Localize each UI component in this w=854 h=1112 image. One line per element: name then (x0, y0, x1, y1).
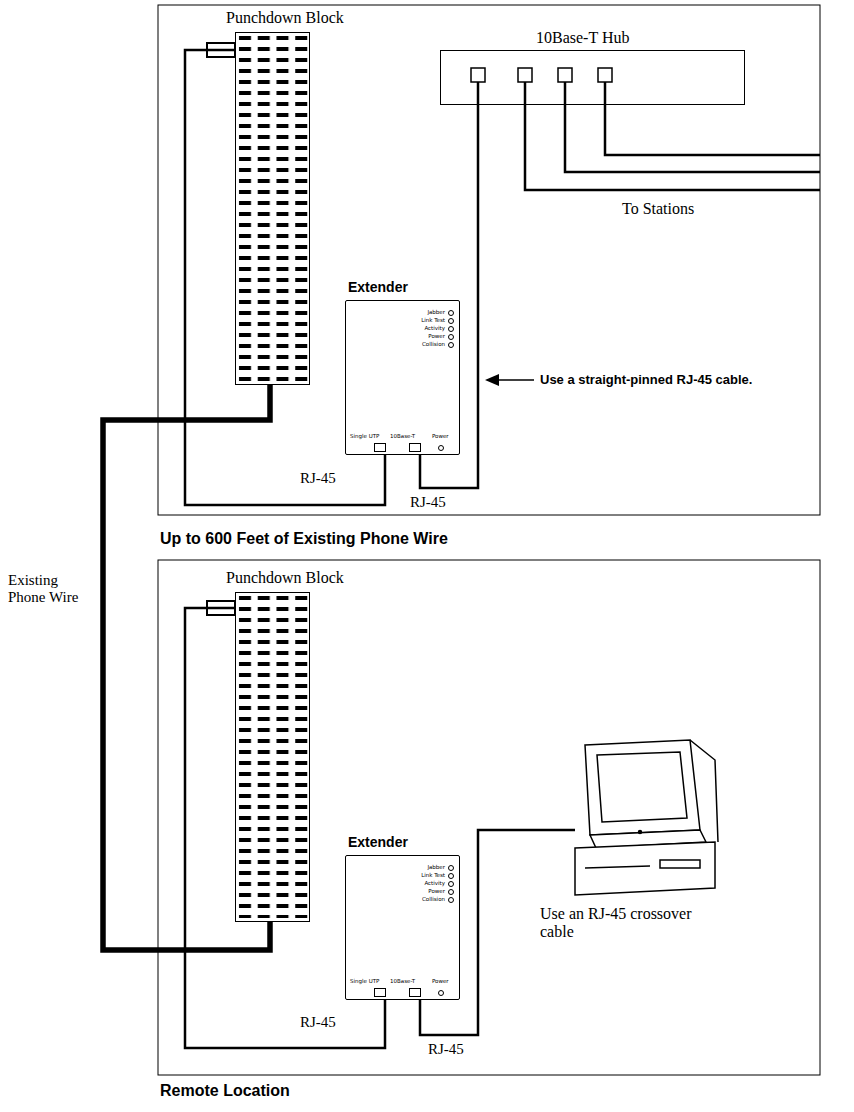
extender-box: ExtenderJabberLink TestActivityPowerColl… (345, 300, 460, 455)
led-indicator (448, 865, 454, 871)
led-label: Power (428, 888, 445, 895)
port-label: Single UTP (350, 433, 379, 440)
node-heading: 10Base-T Hub (536, 29, 629, 47)
power-jack (438, 445, 444, 451)
computer-illustration (575, 740, 718, 895)
connector-label: RJ-45 (300, 470, 336, 487)
room-outline (158, 5, 820, 515)
hub-ports (471, 68, 612, 82)
led-label: Power (428, 333, 445, 340)
port-label: Power (432, 433, 449, 440)
led-label: Activity (424, 325, 445, 332)
connector-label: RJ-45 (410, 494, 446, 511)
led-label: Jabber (427, 309, 445, 316)
led-label: Jabber (427, 864, 445, 871)
led-indicator (448, 318, 454, 324)
led-indicator (448, 334, 454, 340)
led-indicator (448, 310, 454, 316)
port-label: 10Base-T (390, 978, 415, 985)
wire-label: Existing Phone Wire (8, 572, 93, 607)
callout-label: Use a straight-pinned RJ-45 cable. (540, 372, 752, 387)
location-label: Remote Location (160, 1082, 290, 1100)
punchdown-contacts (236, 34, 309, 382)
punchdown-block: Punchdown Block (235, 32, 310, 385)
phone-wire (103, 385, 270, 950)
node-heading: Punchdown Block (226, 9, 344, 27)
rj45-port (374, 988, 386, 997)
rj45-port (409, 443, 421, 452)
cable-connector (185, 50, 385, 505)
led-indicator (448, 326, 454, 332)
distance-label: Up to 600 Feet of Existing Phone Wire (160, 530, 448, 548)
connector-label: RJ-45 (300, 1014, 336, 1031)
hub-box: 10Base-T Hub (440, 50, 745, 105)
note-label: To Stations (622, 200, 694, 218)
room-outline (158, 560, 820, 1075)
callout-label: Use an RJ-45 crossover cable (540, 905, 720, 942)
connector-label: RJ-45 (428, 1041, 464, 1058)
cable-connector (420, 105, 478, 488)
led-label: Collision (422, 896, 445, 903)
led-indicator (448, 873, 454, 879)
led-indicator (448, 897, 454, 903)
punchdown-block: Punchdown Block (235, 592, 310, 922)
station-wires (478, 82, 820, 190)
power-jack (438, 990, 444, 996)
rj45-port (409, 988, 421, 997)
node-heading: Punchdown Block (226, 569, 344, 587)
cable-connector (185, 608, 385, 1048)
led-indicator (448, 881, 454, 887)
extender-heading: Extender (348, 279, 408, 295)
led-label: Link Test (421, 317, 445, 324)
port-label: Single UTP (350, 978, 379, 985)
extender-box: ExtenderJabberLink TestActivityPowerColl… (345, 855, 460, 1000)
rj45-port (374, 443, 386, 452)
led-label: Collision (422, 341, 445, 348)
led-label: Link Test (421, 872, 445, 879)
port-label: Power (432, 978, 449, 985)
punchdown-contacts (236, 594, 309, 918)
led-indicator (448, 342, 454, 348)
callout-arrow (485, 374, 534, 386)
led-label: Activity (424, 880, 445, 887)
port-label: 10Base-T (390, 433, 415, 440)
extender-heading: Extender (348, 834, 408, 850)
led-indicator (448, 889, 454, 895)
